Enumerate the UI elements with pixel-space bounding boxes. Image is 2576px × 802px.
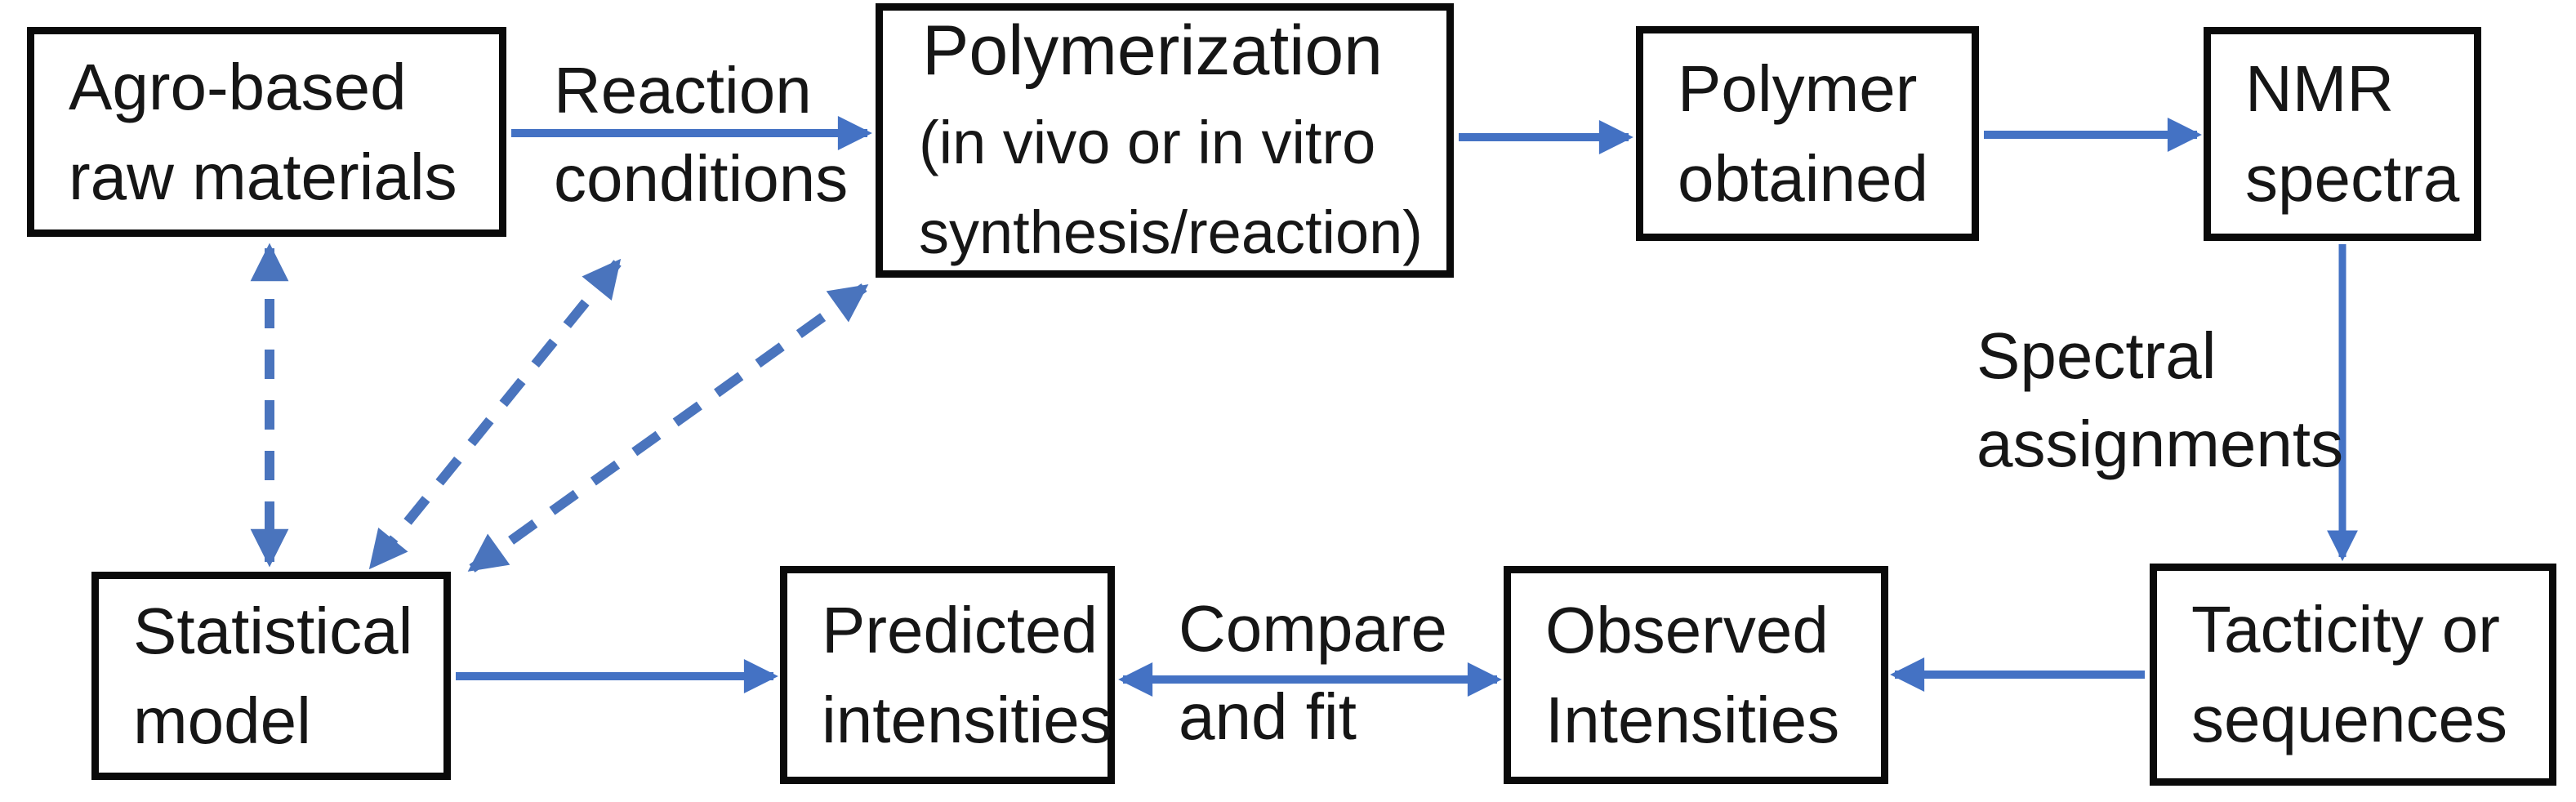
node-tacticity-or-sequences: Tacticity or sequences (2150, 564, 2556, 786)
dashed-arrow-statistical-polymerization (467, 283, 869, 573)
node-label: Tacticity or sequences (2191, 593, 2507, 755)
node-subtitle: (in vivo or in vitro synthesis/reaction) (919, 109, 1423, 266)
node-label: Observed Intensities (1545, 593, 1840, 756)
node-polymerization: Polymerization (in vivo or in vitro synt… (876, 3, 1454, 278)
node-label: Agro-based raw materials (69, 50, 457, 213)
node-predicted-intensities: Predicted intensities (780, 566, 1115, 784)
node-label: NMR spectra (2245, 52, 2460, 215)
edge-label-reaction-conditions: Reaction conditions (554, 54, 849, 215)
node-polymer-obtained: Polymer obtained (1636, 26, 1979, 241)
node-title: Polymerization (922, 11, 1383, 90)
node-label: Polymer obtained (1678, 51, 1928, 215)
node-label: Predicted intensities (822, 593, 1112, 756)
dashed-arrow-statistical-reaction-conditions (368, 258, 622, 570)
edge-label-spectral-assignments: Spectral assignments (1977, 319, 2344, 480)
node-label: Statistical model (133, 594, 413, 757)
node-observed-intensities: Observed Intensities (1504, 566, 1888, 784)
node-statistical-model: Statistical model (91, 572, 451, 780)
node-agro-based-raw-materials: Agro-based raw materials (27, 27, 506, 237)
node-nmr-spectra: NMR spectra (2204, 27, 2481, 241)
edge-label-compare-and-fit: Compare and fit (1179, 592, 1448, 753)
